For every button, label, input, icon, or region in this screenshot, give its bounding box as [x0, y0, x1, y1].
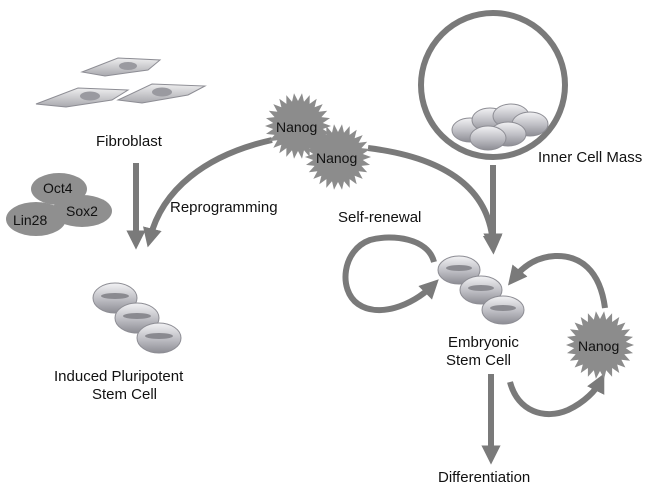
lin28-ellipse [6, 202, 66, 236]
esc-label-line1: Embryonic [448, 334, 519, 351]
nanog-to-esc-feedback-arrow [508, 252, 608, 309]
esc-cells [437, 255, 525, 325]
nanog-to-esc-arrow [367, 145, 503, 255]
ipsc-label-line2: Stem Cell [92, 386, 157, 403]
ipsc-cells [92, 282, 182, 354]
nanog-starburst-right [566, 311, 634, 379]
sox2-ellipse [52, 195, 112, 227]
inner-cell-mass-label: Inner Cell Mass [538, 149, 642, 166]
nanog-label-top-left: Nanog [276, 119, 317, 135]
nanog-starburst-top-right [305, 124, 371, 190]
nanog-starburst-top-left [265, 93, 331, 159]
blastocyst-circle [418, 10, 568, 160]
nanog-label-top-right: Nanog [316, 150, 357, 166]
differentiation-label: Differentiation [438, 469, 530, 486]
nanog-label-right: Nanog [578, 338, 619, 354]
sox2-label: Sox2 [66, 203, 98, 219]
reprogramming-arrow [143, 137, 273, 248]
reprogramming-label: Reprogramming [170, 199, 278, 216]
reprogramming-factors: Oct4 Sox2 Lin28 [6, 173, 112, 236]
inner-cell-mass-cells [451, 103, 549, 151]
fibroblast-cells [35, 57, 207, 108]
esc-to-nanog-feedback-arrow [507, 373, 605, 418]
ipsc-label-line1: Induced Pluripotent [54, 368, 184, 385]
lin28-label: Lin28 [13, 212, 47, 228]
self-renewal-label: Self-renewal [338, 209, 421, 226]
esc-label-line2: Stem Cell [446, 352, 511, 369]
fibroblast-label: Fibroblast [96, 133, 163, 150]
oct4-label: Oct4 [43, 180, 73, 196]
self-renewal-loop-arrow [342, 234, 439, 314]
